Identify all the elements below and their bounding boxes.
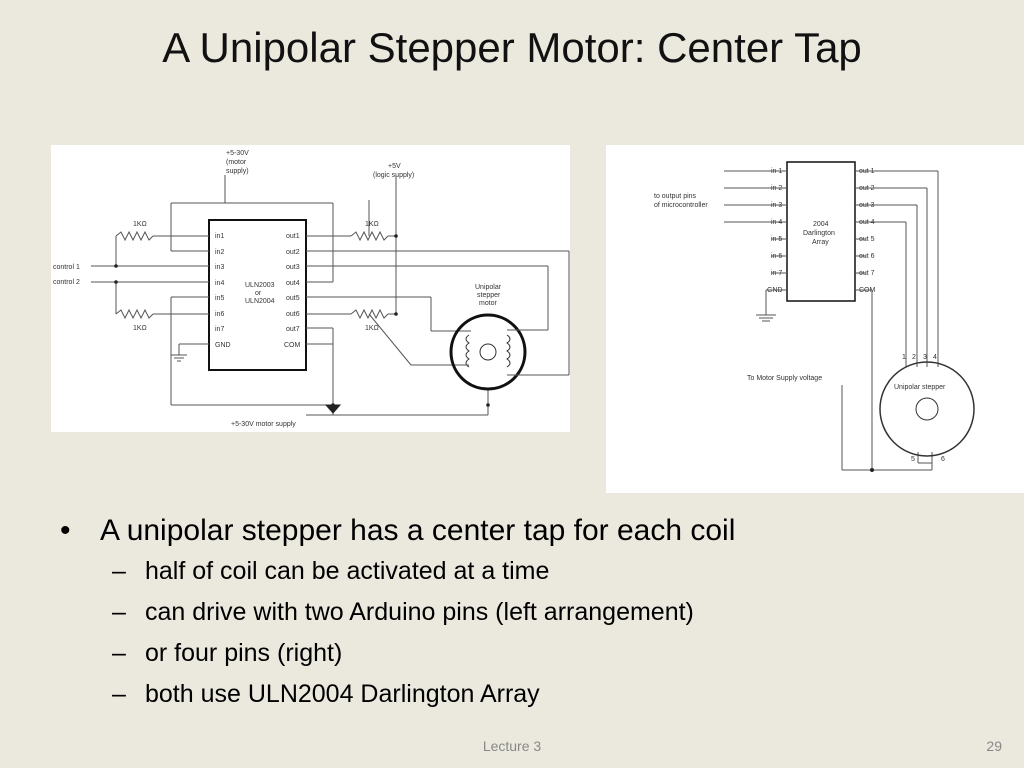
- chip-pin-label: out1: [286, 233, 300, 240]
- motor-label: Unipolar stepper: [894, 384, 946, 391]
- chip-pin-label: out4: [286, 280, 300, 287]
- logic-supply-label-2: (logic supply): [373, 172, 414, 179]
- resistor-icon: [115, 230, 154, 242]
- left-circuit-diagram: +5-30V (motor supply) +5V (logic supply)…: [51, 145, 570, 432]
- chip-pin-label: in2: [215, 249, 224, 256]
- motor-pin-number: 4: [933, 354, 937, 361]
- chip-name: ULN2003: [245, 282, 275, 289]
- motor-label: Unipolar: [475, 284, 502, 291]
- motor-pin-number: 1: [902, 354, 906, 361]
- coil-icon: [465, 334, 470, 368]
- coil-icon: [506, 334, 511, 368]
- bullet-text: A unipolar stepper has a center tap for …: [100, 514, 736, 547]
- chip-pin-label: in6: [215, 311, 224, 318]
- bullet-icon: •: [60, 514, 71, 547]
- page-number: 29: [986, 738, 1002, 754]
- chip-pin-label: in5: [215, 295, 224, 302]
- resistor-icon: [350, 308, 389, 320]
- motor-pin-number: 6: [941, 456, 945, 463]
- motor-supply-voltage-label: To Motor Supply voltage: [747, 375, 822, 382]
- motor-supply-bottom-label: +5-30V motor supply: [231, 421, 296, 428]
- dash-icon: –: [112, 557, 126, 585]
- resistor-label: 1KΩ: [365, 325, 379, 332]
- sub-bullet: – can drive with two Arduino pins (left …: [58, 592, 998, 633]
- chip-pin-label: COM: [284, 342, 301, 349]
- sub-bullet-text: can drive with two Arduino pins (left ar…: [145, 598, 694, 626]
- sub-bullet: – half of coil can be activated at a tim…: [58, 551, 998, 592]
- control-1-label: control 1: [53, 264, 80, 271]
- resistor-icon: [115, 308, 154, 320]
- chip-pin-label: out6: [286, 311, 300, 318]
- chip-name: Array: [812, 239, 829, 246]
- motor-pin-number: 5: [911, 456, 915, 463]
- chip-pin-label: out 7: [859, 270, 875, 277]
- motor-supply-top-label-3: supply): [226, 168, 249, 175]
- dash-icon: –: [112, 680, 126, 708]
- sub-bullet-text: half of coil can be activated at a time: [145, 557, 550, 585]
- chip-pin-label: in4: [215, 280, 224, 287]
- chip-pin-label: in3: [215, 264, 224, 271]
- motor-pin-number: 3: [923, 354, 927, 361]
- chip-pin-label: out 6: [859, 253, 875, 260]
- chip-pin-label: out 5: [859, 236, 875, 243]
- resistor-label: 1KΩ: [133, 221, 147, 228]
- bullet-list: • A unipolar stepper has a center tap fo…: [58, 511, 998, 715]
- chip-pin-label: in7: [215, 326, 224, 333]
- output-pins-label: to output pins: [654, 193, 697, 200]
- chip-name: or: [255, 290, 262, 297]
- sub-bullet-text: both use ULN2004 Darlington Array: [145, 680, 540, 708]
- resistor-label: 1KΩ: [365, 221, 379, 228]
- motor-supply-top-label-2: (motor: [226, 159, 247, 166]
- motor-label: stepper: [477, 292, 501, 299]
- chip-name: 2004: [813, 221, 829, 228]
- dash-icon: –: [112, 639, 126, 667]
- output-pins-label: of microcontroller: [654, 202, 708, 209]
- chip-name: Darlington: [803, 230, 835, 237]
- sub-bullet-text: or four pins (right): [145, 639, 343, 667]
- chip-pin-label: out7: [286, 326, 300, 333]
- chip-pin-label: in1: [215, 233, 224, 240]
- resistor-label: 1KΩ: [133, 325, 147, 332]
- chip-pin-label: GND: [215, 342, 231, 349]
- chip-pin-label: out3: [286, 264, 300, 271]
- stepper-motor-icon: [879, 361, 975, 457]
- dash-icon: –: [112, 598, 126, 626]
- chip-pin-label: out2: [286, 249, 300, 256]
- sub-bullet: – or four pins (right): [58, 633, 998, 674]
- chip-pin-label: out5: [286, 295, 300, 302]
- chip-name: ULN2004: [245, 298, 275, 305]
- motor-label: motor: [479, 300, 498, 307]
- uln2003-chip: [208, 219, 307, 371]
- sub-bullet: – both use ULN2004 Darlington Array: [58, 674, 998, 715]
- control-2-label: control 2: [53, 279, 80, 286]
- motor-pin-number: 2: [912, 354, 916, 361]
- right-circuit-diagram: in 1 in 2 in 3 in 4 in 5 in 6 in 7 GND o…: [606, 145, 1024, 493]
- footer-lecture: Lecture 3: [482, 738, 542, 754]
- bullet-main: • A unipolar stepper has a center tap fo…: [58, 511, 998, 551]
- slide-title: A Unipolar Stepper Motor: Center Tap: [162, 24, 862, 71]
- darlington-array-chip: [786, 161, 856, 302]
- motor-supply-top-label: +5-30V: [226, 150, 249, 157]
- stepper-motor-icon: [449, 313, 527, 391]
- resistor-icon: [350, 230, 389, 242]
- logic-supply-label: +5V: [388, 163, 401, 170]
